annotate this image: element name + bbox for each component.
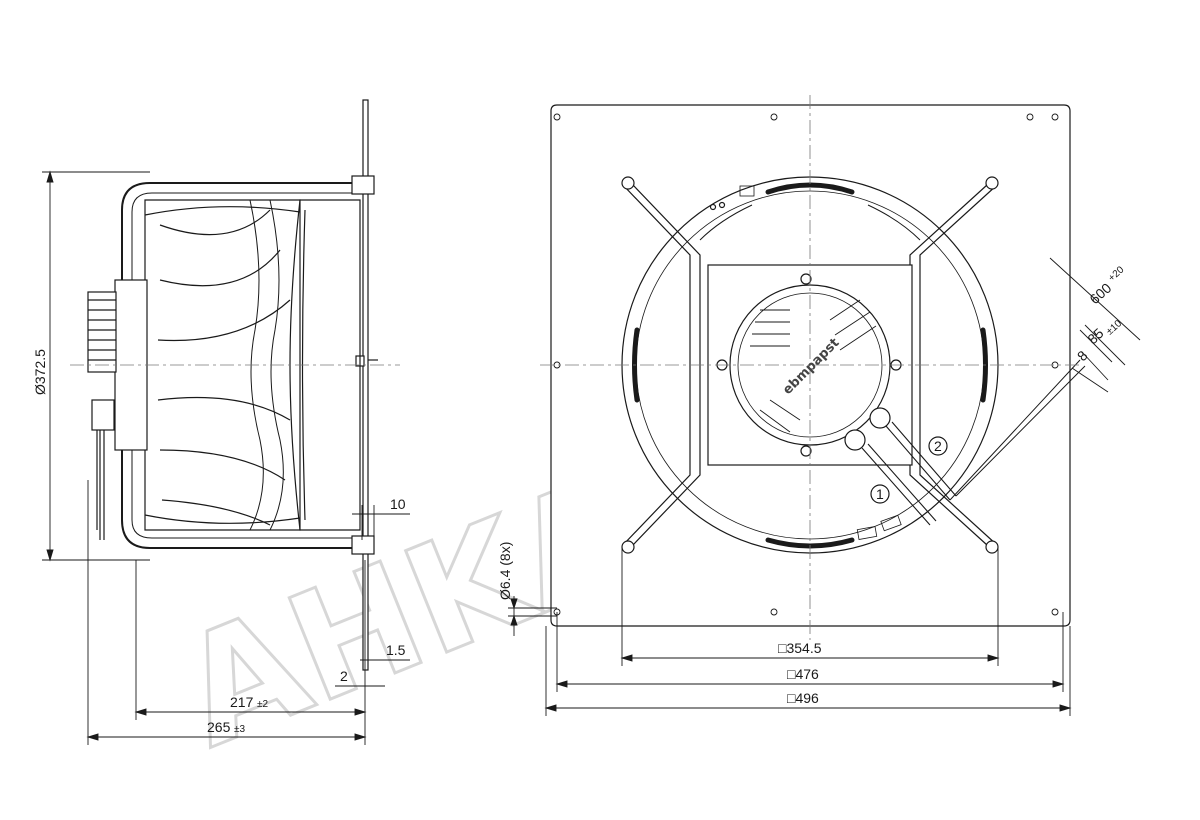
side-heatsink	[87, 291, 117, 373]
dim-354-5-label: □354.5	[778, 640, 822, 656]
dim-265-label: 265	[207, 719, 231, 735]
front-view	[540, 95, 1086, 640]
side-dimensions	[42, 170, 410, 745]
callout-2-circle	[928, 436, 948, 456]
dim-217-tolerance: ±2	[257, 699, 268, 710]
diameter-label: Ø372.5	[32, 349, 48, 395]
cable-600-tolerance: +20	[1106, 264, 1126, 284]
side-inlet-nozzle	[289, 199, 361, 531]
cable-600-label: 600	[1086, 280, 1114, 308]
dim-217-label: 217	[230, 694, 254, 710]
cable-8-label: 8	[1074, 347, 1091, 364]
side-cable-gland	[91, 399, 115, 431]
dim-476-label: □476	[787, 666, 819, 682]
dim-2-label: 2	[340, 668, 348, 684]
dim-10-label: 10	[390, 496, 406, 512]
hole-label: Ø6.4 (8x)	[497, 542, 513, 600]
side-mount-plate	[362, 99, 369, 671]
front-cables	[861, 421, 957, 526]
callout-1-circle	[870, 484, 890, 504]
side-bolt-bottom	[351, 535, 375, 555]
front-cable-gland-2	[869, 407, 891, 429]
dim-265-tolerance: ±3	[234, 724, 245, 735]
side-view	[70, 99, 400, 671]
callout-2-label: 2	[934, 438, 942, 454]
dim-1-5-label: 1.5	[386, 642, 406, 658]
front-dimensions	[508, 257, 1141, 716]
callout-1-label: 1	[876, 486, 884, 502]
dim-496-label: □496	[787, 690, 819, 706]
front-cable-gland-1	[844, 429, 866, 451]
cable-600-dim: 600 +20	[1086, 264, 1126, 308]
side-support-frame	[121, 182, 365, 549]
side-bolt-top	[351, 175, 375, 195]
cable-85-tolerance: ±10	[1104, 318, 1124, 338]
